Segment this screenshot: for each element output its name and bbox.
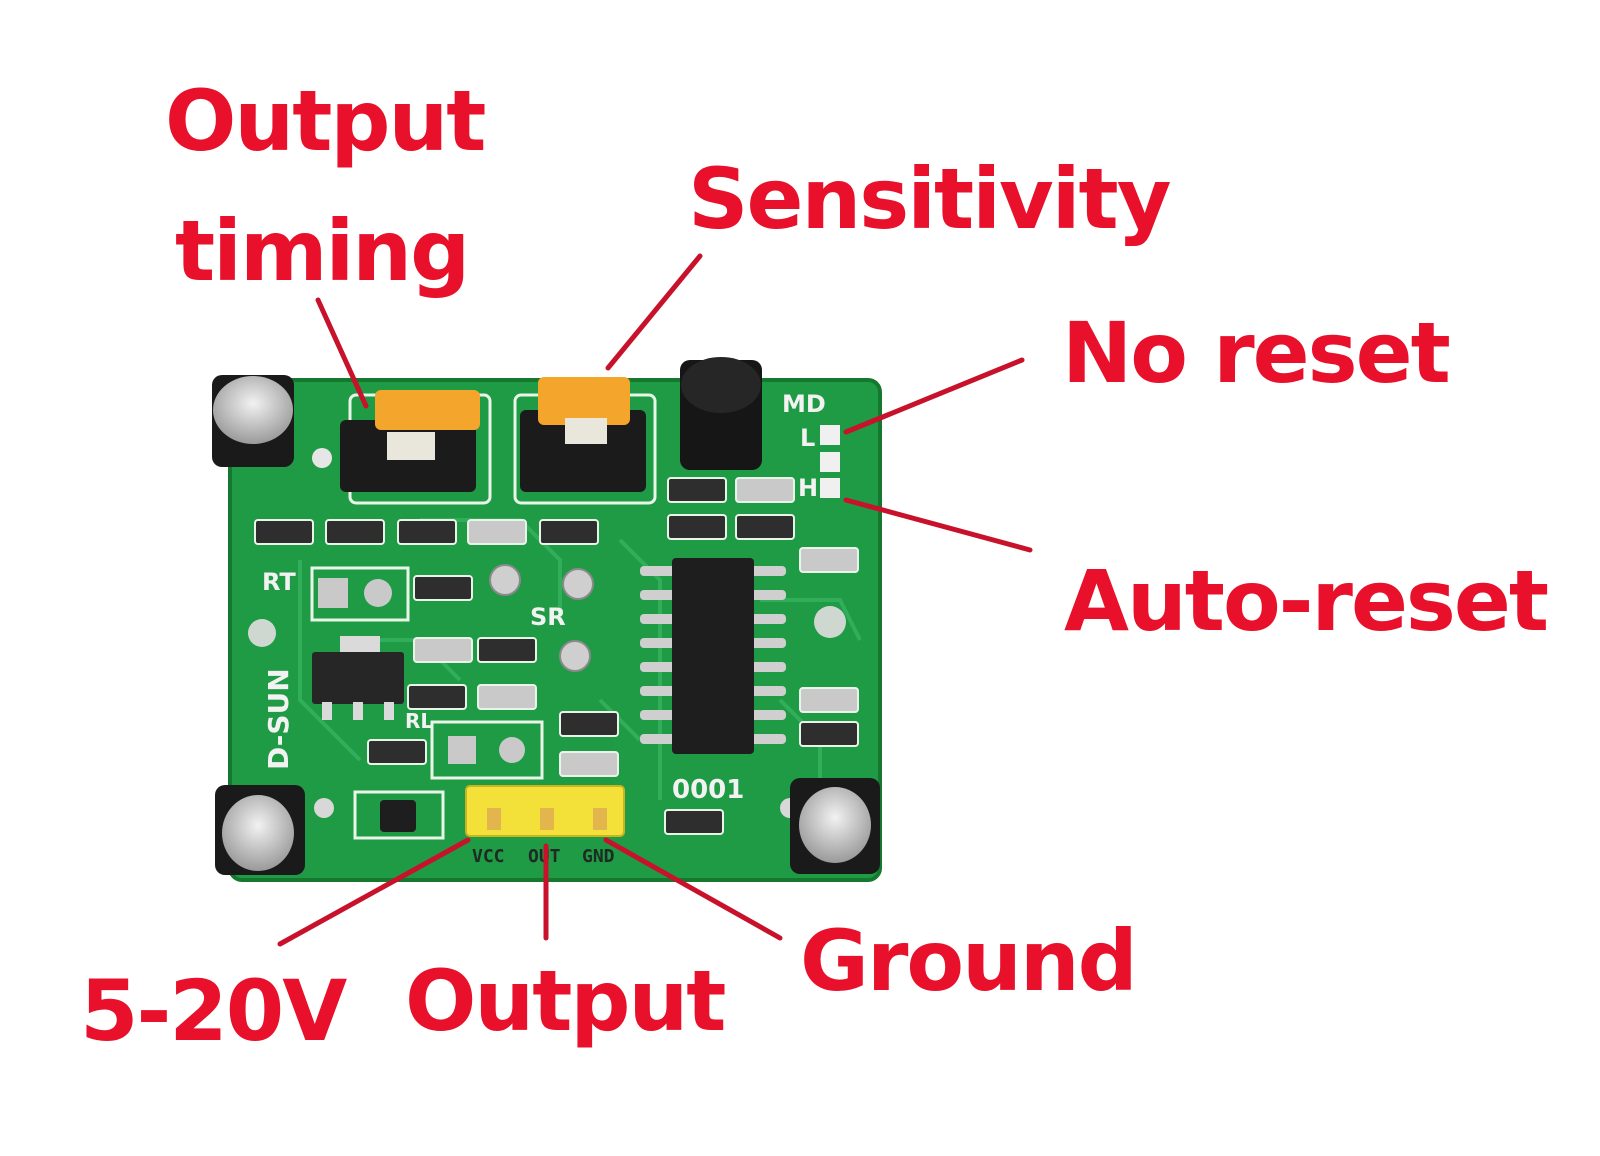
- jumper-pads[interactable]: [820, 425, 840, 498]
- pin-vcc[interactable]: [487, 808, 501, 830]
- silk-sr: SR: [530, 603, 566, 631]
- leader-lines: [277, 253, 1033, 947]
- mounting-hole-left: [248, 619, 276, 647]
- sensitivity-potentiometer[interactable]: [513, 377, 657, 505]
- test-point-2: [562, 568, 594, 600]
- label-sensitivity: Sensitivity: [688, 150, 1171, 248]
- label-auto-reset: Auto-reset: [1064, 552, 1548, 650]
- leader-ground: [603, 837, 783, 941]
- capacitor-top-right: [680, 357, 762, 470]
- label-output-timing-line1: Output: [165, 72, 485, 170]
- capacitor-bottom-right: [790, 778, 880, 874]
- leader-supply: [277, 837, 471, 947]
- label-output: Output: [405, 952, 725, 1050]
- label-no-reset: No reset: [1062, 304, 1450, 402]
- silk-chip-code: 0001: [672, 775, 744, 805]
- mounting-hole-bottom-left: [314, 798, 334, 818]
- pin-gnd[interactable]: [593, 808, 607, 830]
- label-ground: Ground: [800, 912, 1136, 1010]
- test-point-1: [489, 564, 521, 596]
- leader-sensitivity: [605, 253, 703, 371]
- jumper-pad-mid[interactable]: [820, 452, 840, 472]
- pin-header[interactable]: [465, 785, 625, 837]
- leader-output-timing: [315, 297, 369, 409]
- mounting-hole-top-left: [312, 448, 332, 468]
- transistor: [353, 790, 445, 840]
- test-point-3: [559, 640, 591, 672]
- label-output-timing-line2: timing: [175, 202, 468, 300]
- label-supply: 5-20V: [80, 962, 347, 1060]
- mounting-hole-right: [814, 606, 846, 638]
- silk-h: H: [798, 474, 818, 502]
- capacitor-bottom-left: [215, 785, 305, 875]
- jumper-pad-l[interactable]: [820, 425, 840, 445]
- voltage-regulator: [312, 636, 404, 720]
- leader-auto-reset: [843, 497, 1033, 553]
- silk-md: MD: [782, 390, 826, 418]
- silk-brand: D-SUN: [262, 668, 295, 770]
- rl-resistor-pads: [430, 720, 544, 780]
- leader-no-reset: [843, 357, 1025, 435]
- silk-gnd: GND: [582, 846, 615, 867]
- callout-labels: Output timing Sensitivity No reset Auto-…: [80, 72, 1550, 1060]
- jumper-pad-h[interactable]: [820, 478, 840, 498]
- silk-rt: RT: [262, 568, 296, 596]
- silk-rl: RL: [405, 709, 433, 733]
- main-ic: [640, 558, 786, 754]
- timing-potentiometer[interactable]: [340, 390, 492, 505]
- capacitor-top-left: [212, 375, 294, 467]
- smd-components: [254, 477, 859, 835]
- pin-out[interactable]: [540, 808, 554, 830]
- rt-resistor-pads: [310, 566, 410, 622]
- silk-vcc: VCC: [472, 846, 505, 867]
- silk-l: L: [800, 424, 815, 452]
